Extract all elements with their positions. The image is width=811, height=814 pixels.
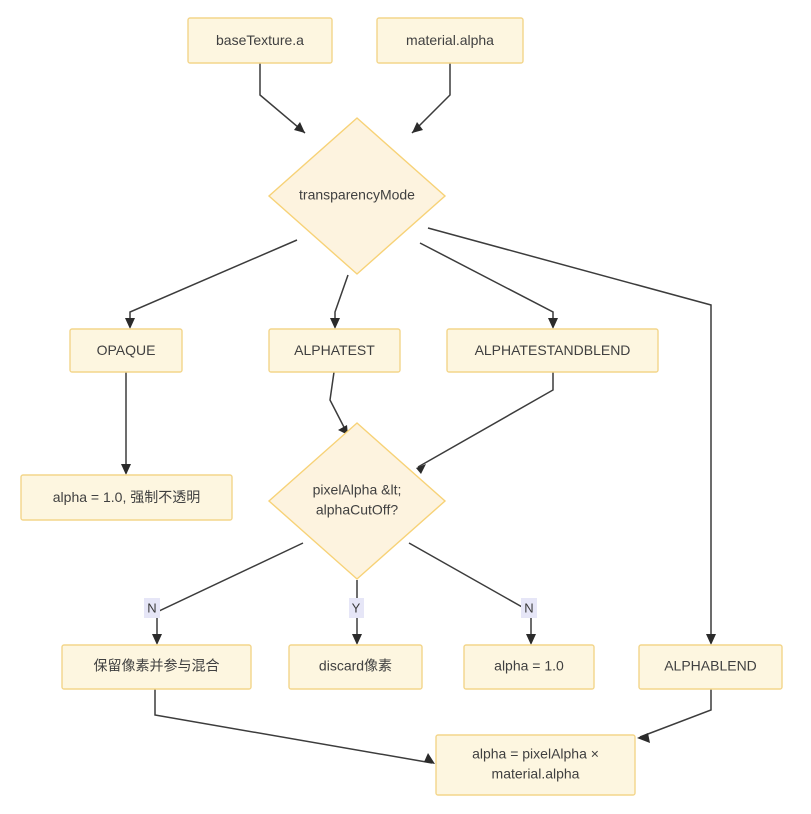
node-pixelalpha-test-label-line1: pixelAlpha &lt; xyxy=(313,482,402,498)
edge-basetexture-to-transparencymode xyxy=(259,63,306,134)
edge-transparencymode-to-opaque xyxy=(125,239,298,329)
edge-label-y-center: Y xyxy=(352,600,361,615)
node-alphablend-label: ALPHABLEND xyxy=(664,658,757,674)
node-alphatest-label: ALPHATEST xyxy=(294,342,375,358)
node-transparencymode-label: transparencyMode xyxy=(299,187,415,203)
node-alphatestandblend-label: ALPHATESTANDBLEND xyxy=(475,342,631,358)
edge-alphablend-to-finalalpha xyxy=(637,689,712,743)
node-opaque[interactable]: OPAQUE xyxy=(69,328,183,373)
edge-keeppixel-to-finalalpha xyxy=(154,689,435,764)
node-final-alpha-label-line1: alpha = pixelAlpha × xyxy=(472,746,599,762)
edge-label-n-left: N xyxy=(147,600,156,615)
node-final-alpha-box[interactable] xyxy=(435,734,636,796)
node-materialalpha-label: material.alpha xyxy=(406,32,494,48)
edge-alphatestandblend-to-pixelalphatest xyxy=(416,372,554,474)
node-alphatest[interactable]: ALPHATEST xyxy=(268,328,401,373)
node-basetexture-box[interactable] xyxy=(187,17,333,64)
node-final-alpha-label-line2: material.alpha xyxy=(492,766,580,782)
node-discard-pixel-box[interactable] xyxy=(288,644,423,690)
node-force-opaque-label: alpha = 1.0, 强制不透明 xyxy=(53,489,200,505)
edge-transparencymode-to-alphablend xyxy=(427,227,716,645)
node-alphatest-box[interactable] xyxy=(268,328,401,373)
node-alphatestandblend-box[interactable] xyxy=(446,328,659,373)
node-force-opaque[interactable]: alpha = 1.0, 强制不透明 xyxy=(20,474,233,521)
node-alphablend-box[interactable] xyxy=(638,644,783,690)
node-alphablend[interactable]: ALPHABLEND xyxy=(638,644,783,690)
node-materialalpha[interactable]: material.alpha xyxy=(376,17,524,64)
node-opaque-label: OPAQUE xyxy=(97,342,156,358)
edge-transparencymode-to-alphatestandblend xyxy=(419,242,558,329)
edge-pixelalphatest-to-keeppixel: N xyxy=(144,542,304,645)
node-materialalpha-box[interactable] xyxy=(376,17,524,64)
edge-pixelalphatest-to-alphaone: N xyxy=(408,542,537,645)
node-pixelalpha-test-diamond[interactable] xyxy=(267,422,447,580)
node-transparencymode-diamond[interactable] xyxy=(267,117,447,275)
node-basetexture-label: baseTexture.a xyxy=(216,32,304,48)
node-force-opaque-box[interactable] xyxy=(20,474,233,521)
edge-label-bg-n-right xyxy=(521,598,537,618)
node-alphatestandblend[interactable]: ALPHATESTANDBLEND xyxy=(446,328,659,373)
edge-label-bg-y-center xyxy=(349,598,364,618)
edge-label-bg-n-left xyxy=(144,598,160,618)
edge-materialalpha-to-transparencymode xyxy=(411,63,451,134)
node-keep-pixel-label: 保留像素并参与混合 xyxy=(94,658,220,674)
node-discard-pixel[interactable]: discard像素 xyxy=(288,644,423,690)
node-basetexture[interactable]: baseTexture.a xyxy=(187,17,333,64)
node-pixelalpha-test-label-line2: alphaCutOff? xyxy=(316,502,398,518)
node-discard-pixel-label: discard像素 xyxy=(319,658,392,674)
node-alpha-one[interactable]: alpha = 1.0 xyxy=(463,644,595,690)
node-pixelalpha-test[interactable]: pixelAlpha &lt; alphaCutOff? xyxy=(267,422,447,580)
node-alpha-one-label: alpha = 1.0 xyxy=(494,658,564,674)
node-opaque-box[interactable] xyxy=(69,328,183,373)
edge-label-n-right: N xyxy=(524,600,533,615)
edge-opaque-to-forceopaque xyxy=(121,372,131,475)
node-final-alpha[interactable]: alpha = pixelAlpha × material.alpha xyxy=(435,734,636,796)
node-keep-pixel-box[interactable] xyxy=(61,644,252,690)
node-keep-pixel[interactable]: 保留像素并参与混合 xyxy=(61,644,252,690)
node-alpha-one-box[interactable] xyxy=(463,644,595,690)
edge-alphatest-to-pixelalphatest xyxy=(329,371,348,435)
edge-transparencymode-to-alphatest xyxy=(330,274,349,329)
edge-pixelalphatest-to-discardpixel: Y xyxy=(349,580,364,645)
node-transparencymode[interactable]: transparencyMode xyxy=(267,117,447,275)
